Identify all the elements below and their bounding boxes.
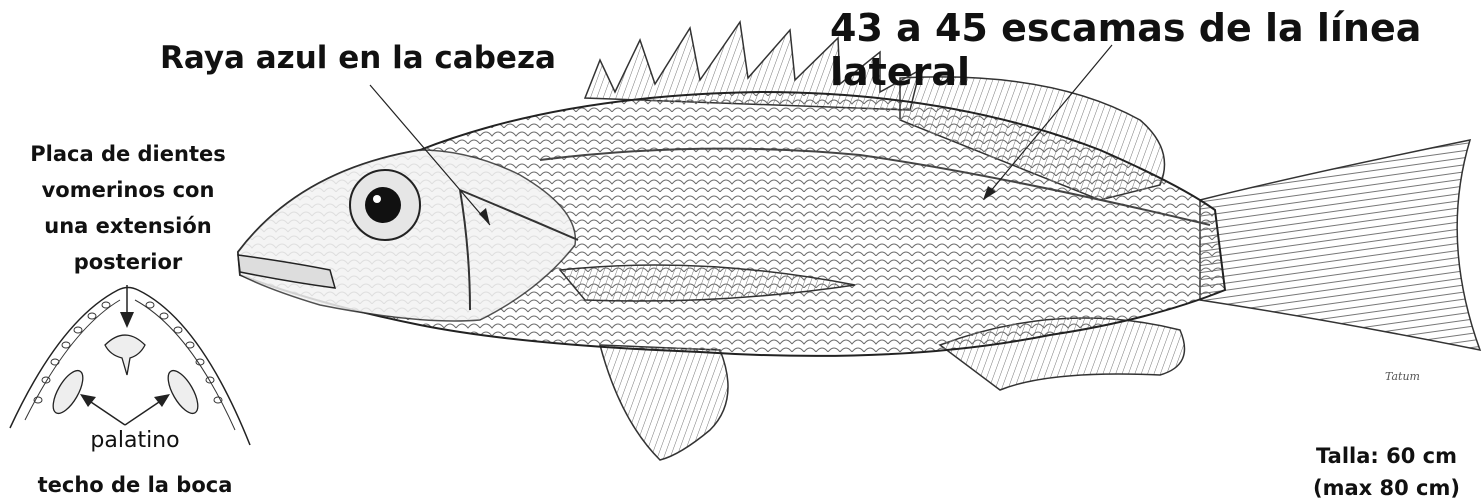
vomerine-label-line: una extensión [10, 208, 246, 244]
vomerine-plate-label: Placa de dientes vomerinos con una exten… [10, 136, 246, 280]
lateral-line-label: 43 a 45 escamas de la línea lateral [830, 6, 1483, 94]
head-stripe-label: Raya azul en la cabeza [160, 40, 556, 76]
mouth-roof-diagram [10, 285, 250, 445]
pelvic-fin [600, 345, 728, 460]
vomerine-label-line: posterior [10, 244, 246, 280]
right-palatine [162, 366, 203, 418]
size-line: Talla: 60 cm [1294, 440, 1479, 472]
palatine-label: palatino [60, 428, 210, 453]
artist-signature: Tatum [1385, 370, 1420, 383]
mouth-roof-label: techo de la boca [5, 473, 265, 497]
vomerine-plate [105, 335, 145, 375]
max-size-line: (max 80 cm) [1294, 472, 1479, 504]
vomerine-label-line: Placa de dientes [10, 136, 246, 172]
size-label: Talla: 60 cm (max 80 cm) [1294, 440, 1479, 504]
caudal-fin [1200, 140, 1480, 350]
left-palatine [47, 366, 88, 418]
vomerine-label-line: vomerinos con [10, 172, 246, 208]
